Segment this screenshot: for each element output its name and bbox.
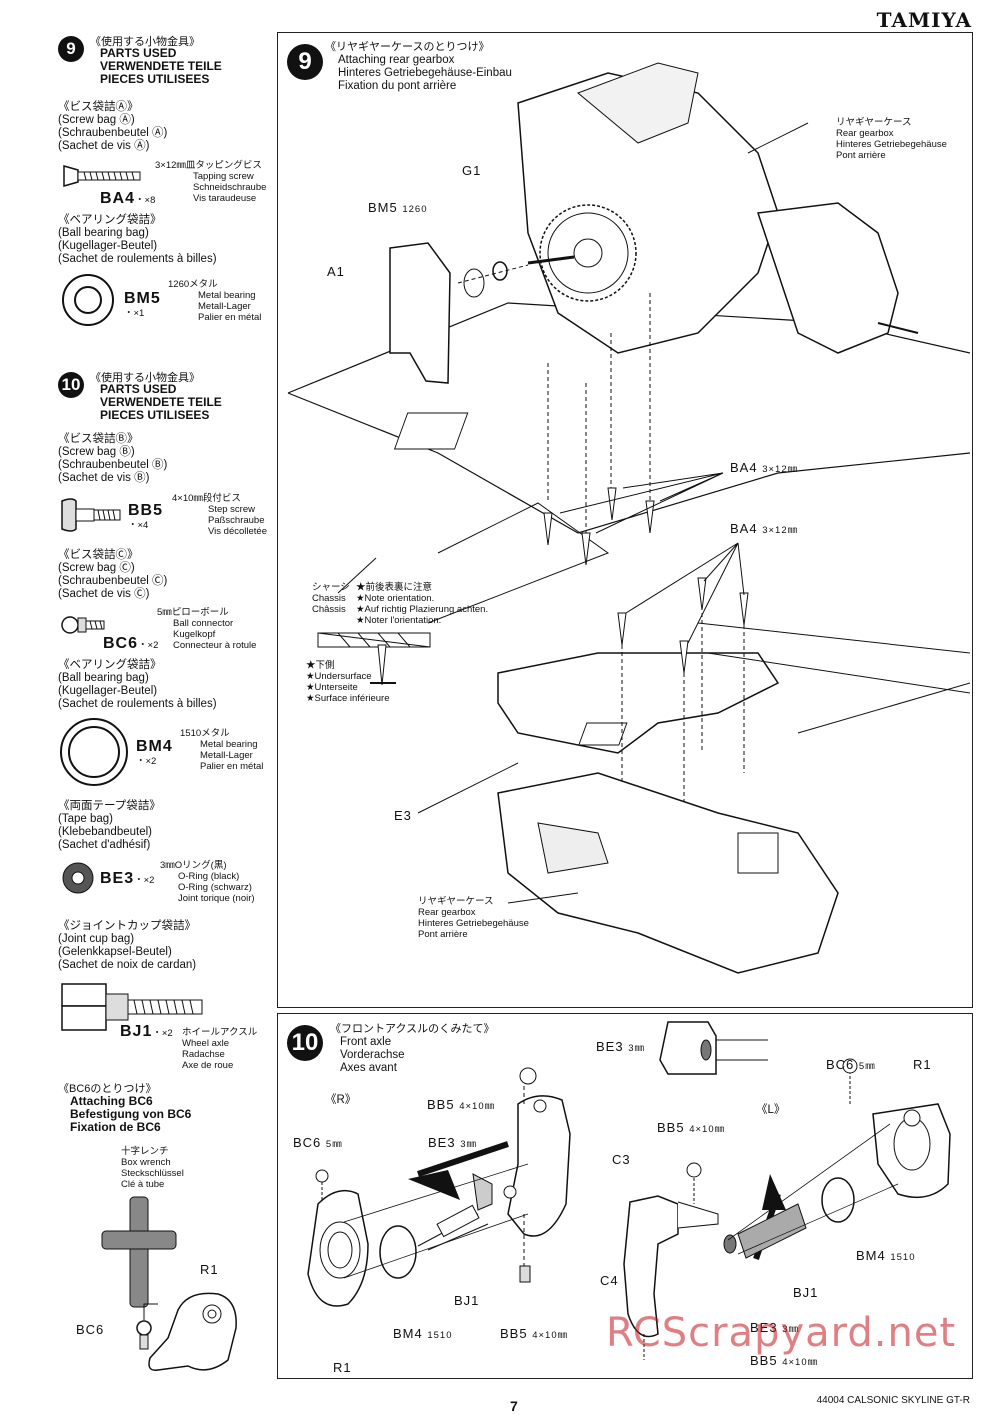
c3-label: C3 bbox=[612, 1152, 631, 1167]
step-9-illustration bbox=[287, 62, 970, 974]
screw-bag-b: 《ビス袋詰Ⓑ》(Screw bag Ⓑ)(Schraubenbeutel Ⓑ)(… bbox=[58, 433, 168, 484]
bc6-code: BC6・×2 bbox=[103, 635, 159, 652]
r1-knuckle-icon bbox=[136, 1292, 237, 1371]
parts-used-9-jp: 《使用する小物金具》 bbox=[90, 36, 200, 48]
tape-bag: 《両面テープ袋詰》(Tape bag)(Klebebandbeutel)(Sac… bbox=[58, 800, 161, 851]
bj1-r-label: BJ1 bbox=[454, 1293, 480, 1308]
page-number: 7 bbox=[510, 1398, 518, 1414]
r1-r-label: R1 bbox=[333, 1360, 352, 1375]
bb5-l2-label: BB5 4×10㎜ bbox=[750, 1353, 819, 1368]
step-9-badge: 9 bbox=[58, 36, 84, 62]
step-10-frame bbox=[277, 1013, 973, 1379]
bm5-code: BM5・×1 bbox=[124, 290, 161, 319]
be3-desc: 3㎜Oリング(黒) O-Ring (black)O-Ring (schwarz)… bbox=[160, 860, 255, 904]
bc6-l-label: BC6 5㎜ bbox=[826, 1057, 876, 1072]
a1-label: A1 bbox=[327, 264, 345, 279]
bc6-r-label: BC6 5㎜ bbox=[293, 1135, 343, 1150]
bc6-label-left: BC6 bbox=[76, 1322, 105, 1337]
ba4-code: BA4・×8 bbox=[100, 190, 156, 207]
be3-code: BE3・×2 bbox=[100, 870, 155, 887]
bb5-code: BB5・×4 bbox=[128, 502, 164, 531]
step-9-frame bbox=[277, 32, 973, 1008]
bm4-bearing-icon bbox=[60, 718, 128, 786]
step-9-number: 9 bbox=[287, 44, 323, 80]
be3-inset-label: BE3 3㎜ bbox=[596, 1039, 645, 1054]
bc6-ball-connector-icon bbox=[61, 616, 105, 634]
joint-cup-bag: 《ジョイントカップ袋詰》(Joint cup bag)(Gelenkkapsel… bbox=[58, 920, 197, 971]
bm5-label: BM5 1260 bbox=[368, 200, 428, 215]
left-side-label: 《L》 bbox=[756, 1104, 786, 1116]
bc6-attach-jp: 《BC6のとりつけ》 bbox=[58, 1083, 157, 1095]
bm5-bearing-icon bbox=[62, 274, 114, 326]
bj1-code: BJ1・×2 bbox=[120, 1023, 173, 1040]
screw-bag-a: 《ビス袋詰Ⓐ》(Screw bag Ⓐ)(Schraubenbeutel Ⓐ)(… bbox=[58, 101, 168, 152]
bj1-l-label: BJ1 bbox=[793, 1285, 819, 1300]
be3-oring-icon bbox=[62, 862, 94, 894]
screw-bag-c: 《ビス袋詰Ⓒ》(Screw bag Ⓒ)(Schraubenbeutel Ⓒ)(… bbox=[58, 549, 168, 600]
bm4-l-label: BM4 1510 bbox=[856, 1248, 916, 1263]
g1-label: G1 bbox=[462, 163, 482, 178]
e3-label: E3 bbox=[394, 808, 412, 823]
bb5-screw-icon bbox=[61, 498, 121, 532]
bearing-bag-10: 《ベアリング袋詰》(Ball bearing bag)(Kugellager-B… bbox=[58, 659, 217, 710]
undersurface-note: ★下側★Undersurface★Unterseite★Surface infé… bbox=[306, 660, 390, 704]
ba4-label-1: BA4 3×12㎜ bbox=[730, 460, 799, 475]
step-10-jp-title: 《フロントアクスルのくみたて》 bbox=[330, 1023, 495, 1035]
bb5-r2-label: BB5 4×10㎜ bbox=[500, 1326, 569, 1341]
step-10-number: 10 bbox=[287, 1025, 323, 1061]
c4-label: C4 bbox=[600, 1273, 619, 1288]
bj1-wheel-axle-icon bbox=[61, 983, 203, 1031]
r1-label-left: R1 bbox=[200, 1262, 219, 1277]
parts-used-10-jp: 《使用する小物金具》 bbox=[90, 372, 200, 384]
brand-logo: TAMIYA bbox=[876, 8, 972, 32]
ba4-label-2: BA4 3×12㎜ bbox=[730, 521, 799, 536]
watermark: RCScrapyard.net bbox=[606, 1310, 957, 1356]
footer-model: 44004 CALSONIC SKYLINE GT-R bbox=[816, 1395, 970, 1406]
be3-l-label: BE3 3㎜ bbox=[750, 1320, 799, 1335]
bb5-l-label: BB5 4×10㎜ bbox=[657, 1120, 726, 1135]
bb5-r-label: BB5 4×10㎜ bbox=[427, 1097, 496, 1112]
step-9-jp-title: 《リヤギヤーケースのとりつけ》 bbox=[325, 41, 490, 53]
bearing-bag-9: 《ベアリング袋詰》(Ball bearing bag)(Kugellager-B… bbox=[58, 214, 217, 265]
step-10-illustration bbox=[307, 1021, 951, 1360]
right-side-label: 《R》 bbox=[325, 1094, 357, 1106]
be3-r-label: BE3 3㎜ bbox=[428, 1135, 477, 1150]
step-10-badge: 10 bbox=[58, 372, 84, 398]
box-wrench-icon bbox=[101, 1196, 177, 1308]
ba4-screw-icon bbox=[63, 165, 141, 187]
bm4-r-label: BM4 1510 bbox=[393, 1326, 453, 1341]
r1-l-label: R1 bbox=[913, 1057, 932, 1072]
orientation-note: ★前後表裏に注意★Note orientation.★Auf richtig P… bbox=[356, 582, 489, 626]
bm4-code: BM4・×2 bbox=[136, 738, 173, 767]
